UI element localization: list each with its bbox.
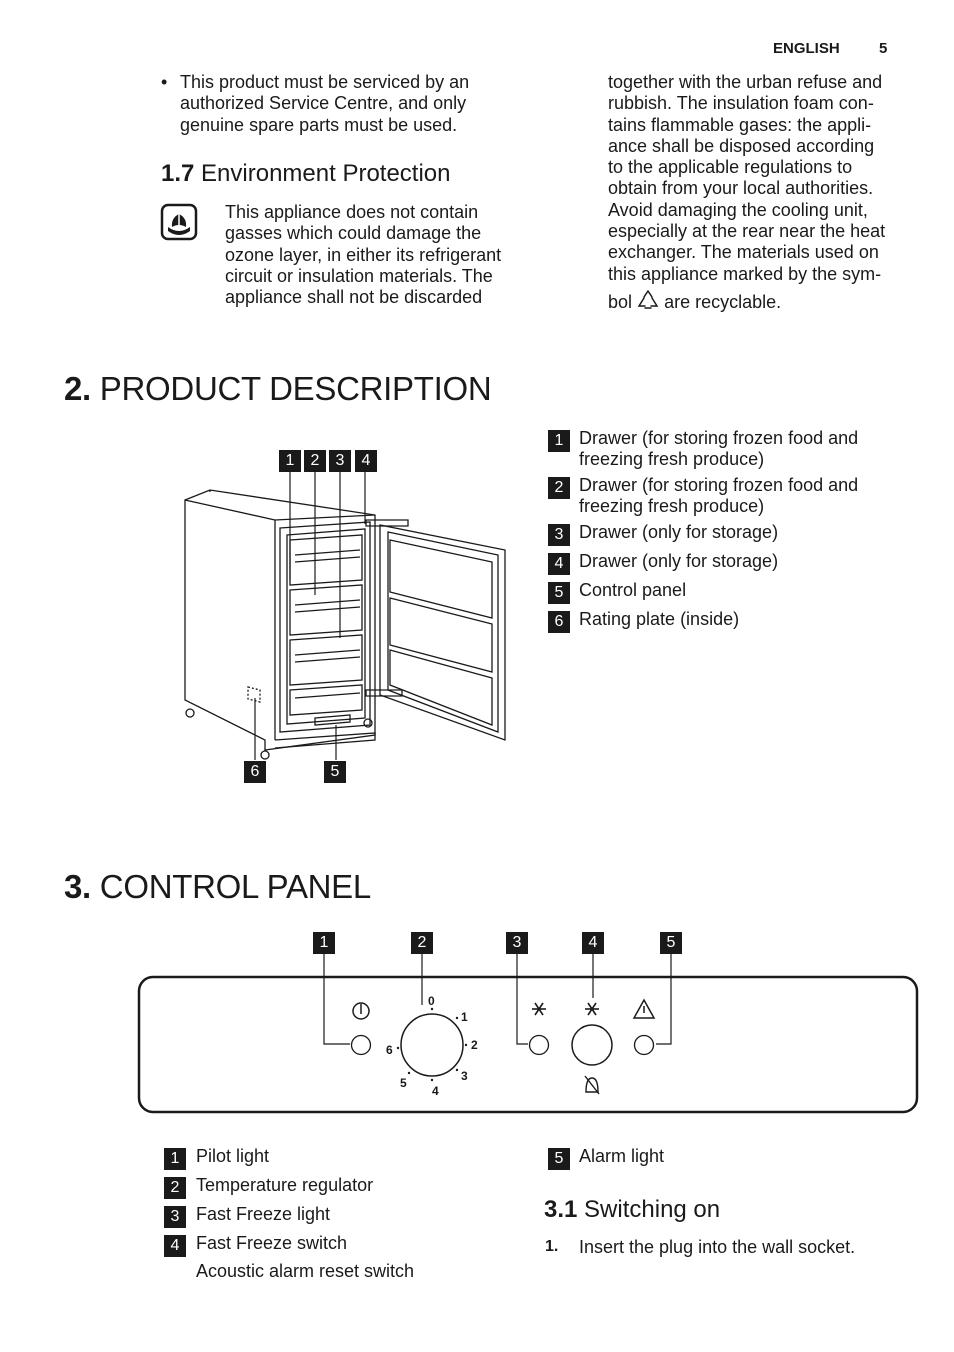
freezer-diagram — [184, 470, 506, 760]
diagram-label-5: 5 — [324, 761, 346, 783]
alarm-light — [633, 1034, 655, 1056]
recycle-line: bol are recyclable. — [608, 289, 885, 313]
panel-label-4: 4 — [582, 932, 604, 954]
item-badge-4: 4 — [548, 553, 570, 575]
cp-item-text-4-extra: Acoustic alarm reset switch — [196, 1261, 415, 1281]
panel-outline — [137, 975, 919, 1114]
diagram-label-6: 6 — [244, 761, 266, 783]
cp-item-badge-4: 4 — [164, 1235, 186, 1257]
section-2-heading: 2. PRODUCT DESCRIPTION — [64, 370, 492, 407]
header-language: ENGLISH — [773, 40, 840, 57]
recycle-icon — [637, 290, 659, 309]
diagram-label-4: 4 — [355, 450, 377, 472]
do-not-dispose-icon — [160, 203, 198, 241]
cp-item-text-1: Pilot light — [196, 1146, 270, 1166]
service-bullet-text: This product must be serviced by an auth… — [180, 72, 470, 135]
step-number: 1. — [545, 1238, 559, 1255]
section-1-7-heading: 1.7 Environment Protection — [161, 160, 451, 187]
cp-item-text-2: Temperature regulator — [196, 1175, 374, 1195]
item-badge-2: 2 — [548, 477, 570, 499]
dial-mark-4: 4 — [432, 1084, 439, 1098]
cp-item-badge-3: 3 — [164, 1206, 186, 1228]
pilot-light — [350, 1034, 372, 1056]
cp-item-text-5: Alarm light — [579, 1146, 665, 1166]
page-number: 5 — [879, 40, 888, 57]
panel-label-3: 3 — [506, 932, 528, 954]
fast-freeze-switch — [571, 1024, 613, 1066]
dial-mark-3: 3 — [461, 1069, 468, 1083]
item-badge-3: 3 — [548, 524, 570, 546]
warning-triangle-icon — [632, 998, 656, 1019]
item-text-4: Drawer (only for storage) — [579, 551, 779, 571]
section-3-heading: 3. CONTROL PANEL — [64, 868, 371, 905]
item-text-5: Control panel — [579, 580, 687, 600]
diagram-label-1: 1 — [279, 450, 301, 472]
item-badge-1: 1 — [548, 430, 570, 452]
leader-panel-5 — [656, 954, 672, 1045]
panel-label-5: 5 — [660, 932, 682, 954]
diagram-label-2: 2 — [304, 450, 326, 472]
bullet-marker: • — [161, 72, 168, 92]
panel-label-1: 1 — [313, 932, 335, 954]
temperature-dial — [400, 1013, 464, 1077]
item-text-1: Drawer (for storing frozen food and free… — [579, 428, 859, 469]
alarm-off-icon — [584, 1075, 600, 1095]
item-badge-5: 5 — [548, 582, 570, 604]
control-panel-diagram: 0 1 2 3 4 5 6 — [137, 954, 919, 1114]
cp-item-text-3: Fast Freeze light — [196, 1204, 331, 1224]
diagram-label-3: 3 — [329, 450, 351, 472]
cp-item-badge-5: 5 — [548, 1148, 570, 1170]
section-3-1-heading: 3.1 Switching on — [544, 1196, 721, 1223]
cabinet-outline — [184, 489, 376, 751]
dial-mark-5: 5 — [400, 1076, 407, 1090]
leader-panel-1 — [323, 954, 350, 1045]
item-text-6: Rating plate (inside) — [579, 609, 740, 629]
power-icon — [352, 1002, 370, 1020]
item-text-2: Drawer (for storing frozen food and free… — [579, 475, 859, 516]
dial-mark-0: 0 — [428, 994, 435, 1008]
item-badge-6: 6 — [548, 611, 570, 633]
env-paragraph-right: together with the urban refuse and rubbi… — [608, 72, 886, 313]
panel-label-2: 2 — [411, 932, 433, 954]
snowflake-icon — [532, 1002, 546, 1016]
env-paragraph-left: This appliance does not contain gasses w… — [225, 202, 502, 308]
item-text-3: Drawer (only for storage) — [579, 522, 779, 542]
dial-mark-6: 6 — [386, 1043, 393, 1057]
step-text: Insert the plug into the wall socket. — [579, 1237, 856, 1257]
cp-item-text-4: Fast Freeze switch — [196, 1233, 348, 1253]
leader-panel-3 — [516, 954, 528, 1045]
cp-item-badge-1: 1 — [164, 1148, 186, 1170]
dial-mark-2: 2 — [471, 1038, 478, 1052]
cp-item-badge-2: 2 — [164, 1177, 186, 1199]
fast-freeze-light — [528, 1034, 550, 1056]
snowflake-icon — [585, 1002, 599, 1016]
dial-mark-1: 1 — [461, 1010, 468, 1024]
